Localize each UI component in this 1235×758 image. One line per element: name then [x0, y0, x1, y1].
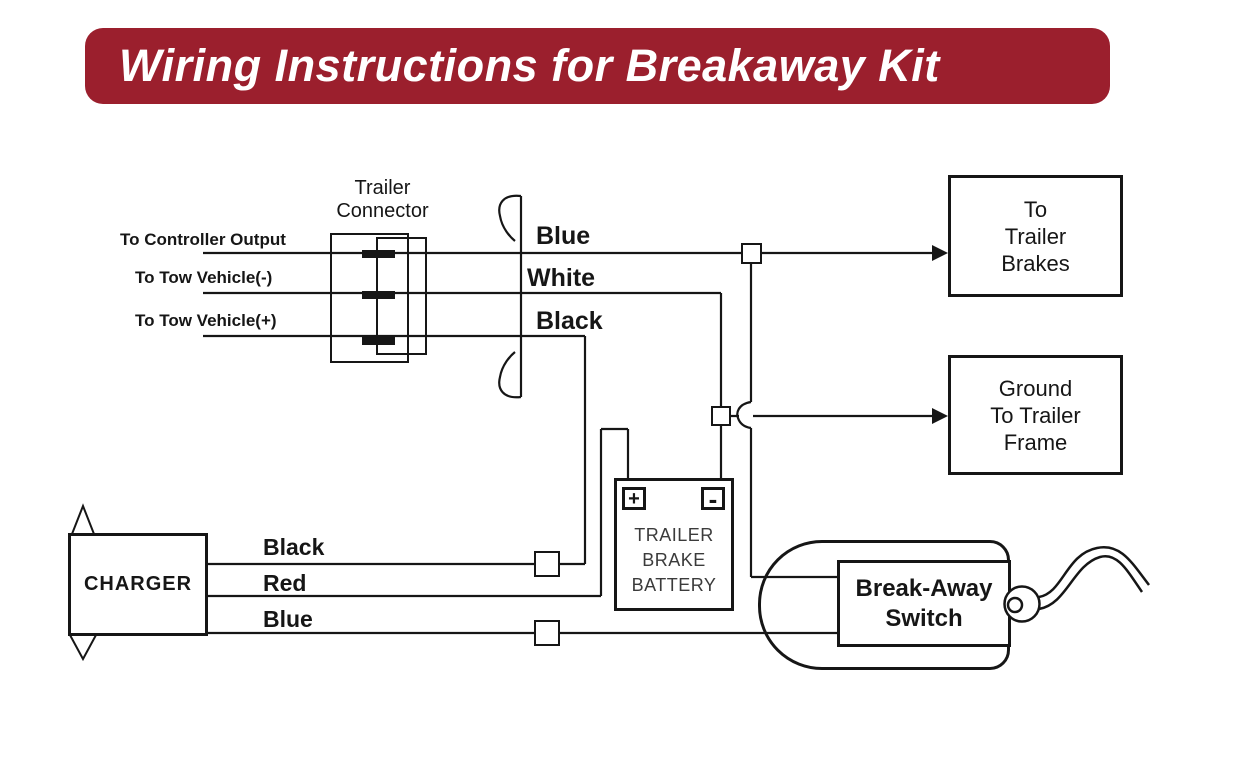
battery-minus-terminal: -	[701, 486, 725, 512]
wire-black	[203, 334, 587, 566]
title-banner: Wiring Instructions for Breakaway Kit	[85, 28, 1110, 104]
charger-up-arrow-icon	[70, 503, 96, 535]
wire-red	[208, 427, 630, 598]
label-charger-blue: Blue	[263, 606, 313, 632]
trailer-brake-battery-box: + - TRAILER BRAKE BATTERY	[614, 478, 734, 611]
connector-pin	[362, 337, 395, 345]
splice-square-ground	[711, 406, 731, 426]
label-wire-black: Black	[536, 307, 603, 335]
battery-label: TRAILER BRAKE BATTERY	[631, 525, 717, 595]
page-title: Wiring Instructions for Breakaway Kit	[119, 40, 940, 91]
arrow-to-ground-frame	[932, 408, 948, 424]
label-tow-vehicle-minus: To Tow Vehicle(-)	[135, 268, 273, 287]
charger-box: CHARGER	[68, 533, 208, 636]
arrow-to-trailer-brakes	[932, 245, 948, 261]
splice-square-blue2	[534, 620, 560, 646]
wire-blue-branch	[736, 263, 837, 579]
splice-square-black	[534, 551, 560, 577]
connector-pin	[362, 250, 395, 258]
label-controller-output: To Controller Output	[120, 230, 286, 249]
trailer-connector-label: Trailer Connector	[336, 177, 429, 222]
harness-brace	[498, 194, 523, 399]
splice-square-blue	[741, 243, 762, 264]
label-tow-vehicle-plus: To Tow Vehicle(+)	[135, 311, 277, 330]
charger-down-arrow-icon	[68, 634, 98, 662]
label-charger-black: Black	[263, 534, 325, 560]
label-charger-red: Red	[263, 570, 307, 596]
battery-plus-terminal: +	[622, 487, 646, 510]
to-trailer-brakes-box: To Trailer Brakes	[948, 175, 1123, 297]
wire-white	[203, 291, 723, 478]
breakaway-switch-box: Break-Away Switch	[837, 560, 1011, 647]
ground-to-trailer-frame-box: Ground To Trailer Frame	[948, 355, 1123, 475]
connector-pin	[362, 291, 395, 299]
label-wire-blue: Blue	[536, 222, 591, 250]
label-wire-white: White	[527, 264, 596, 292]
trailer-connector-outer	[330, 233, 409, 363]
